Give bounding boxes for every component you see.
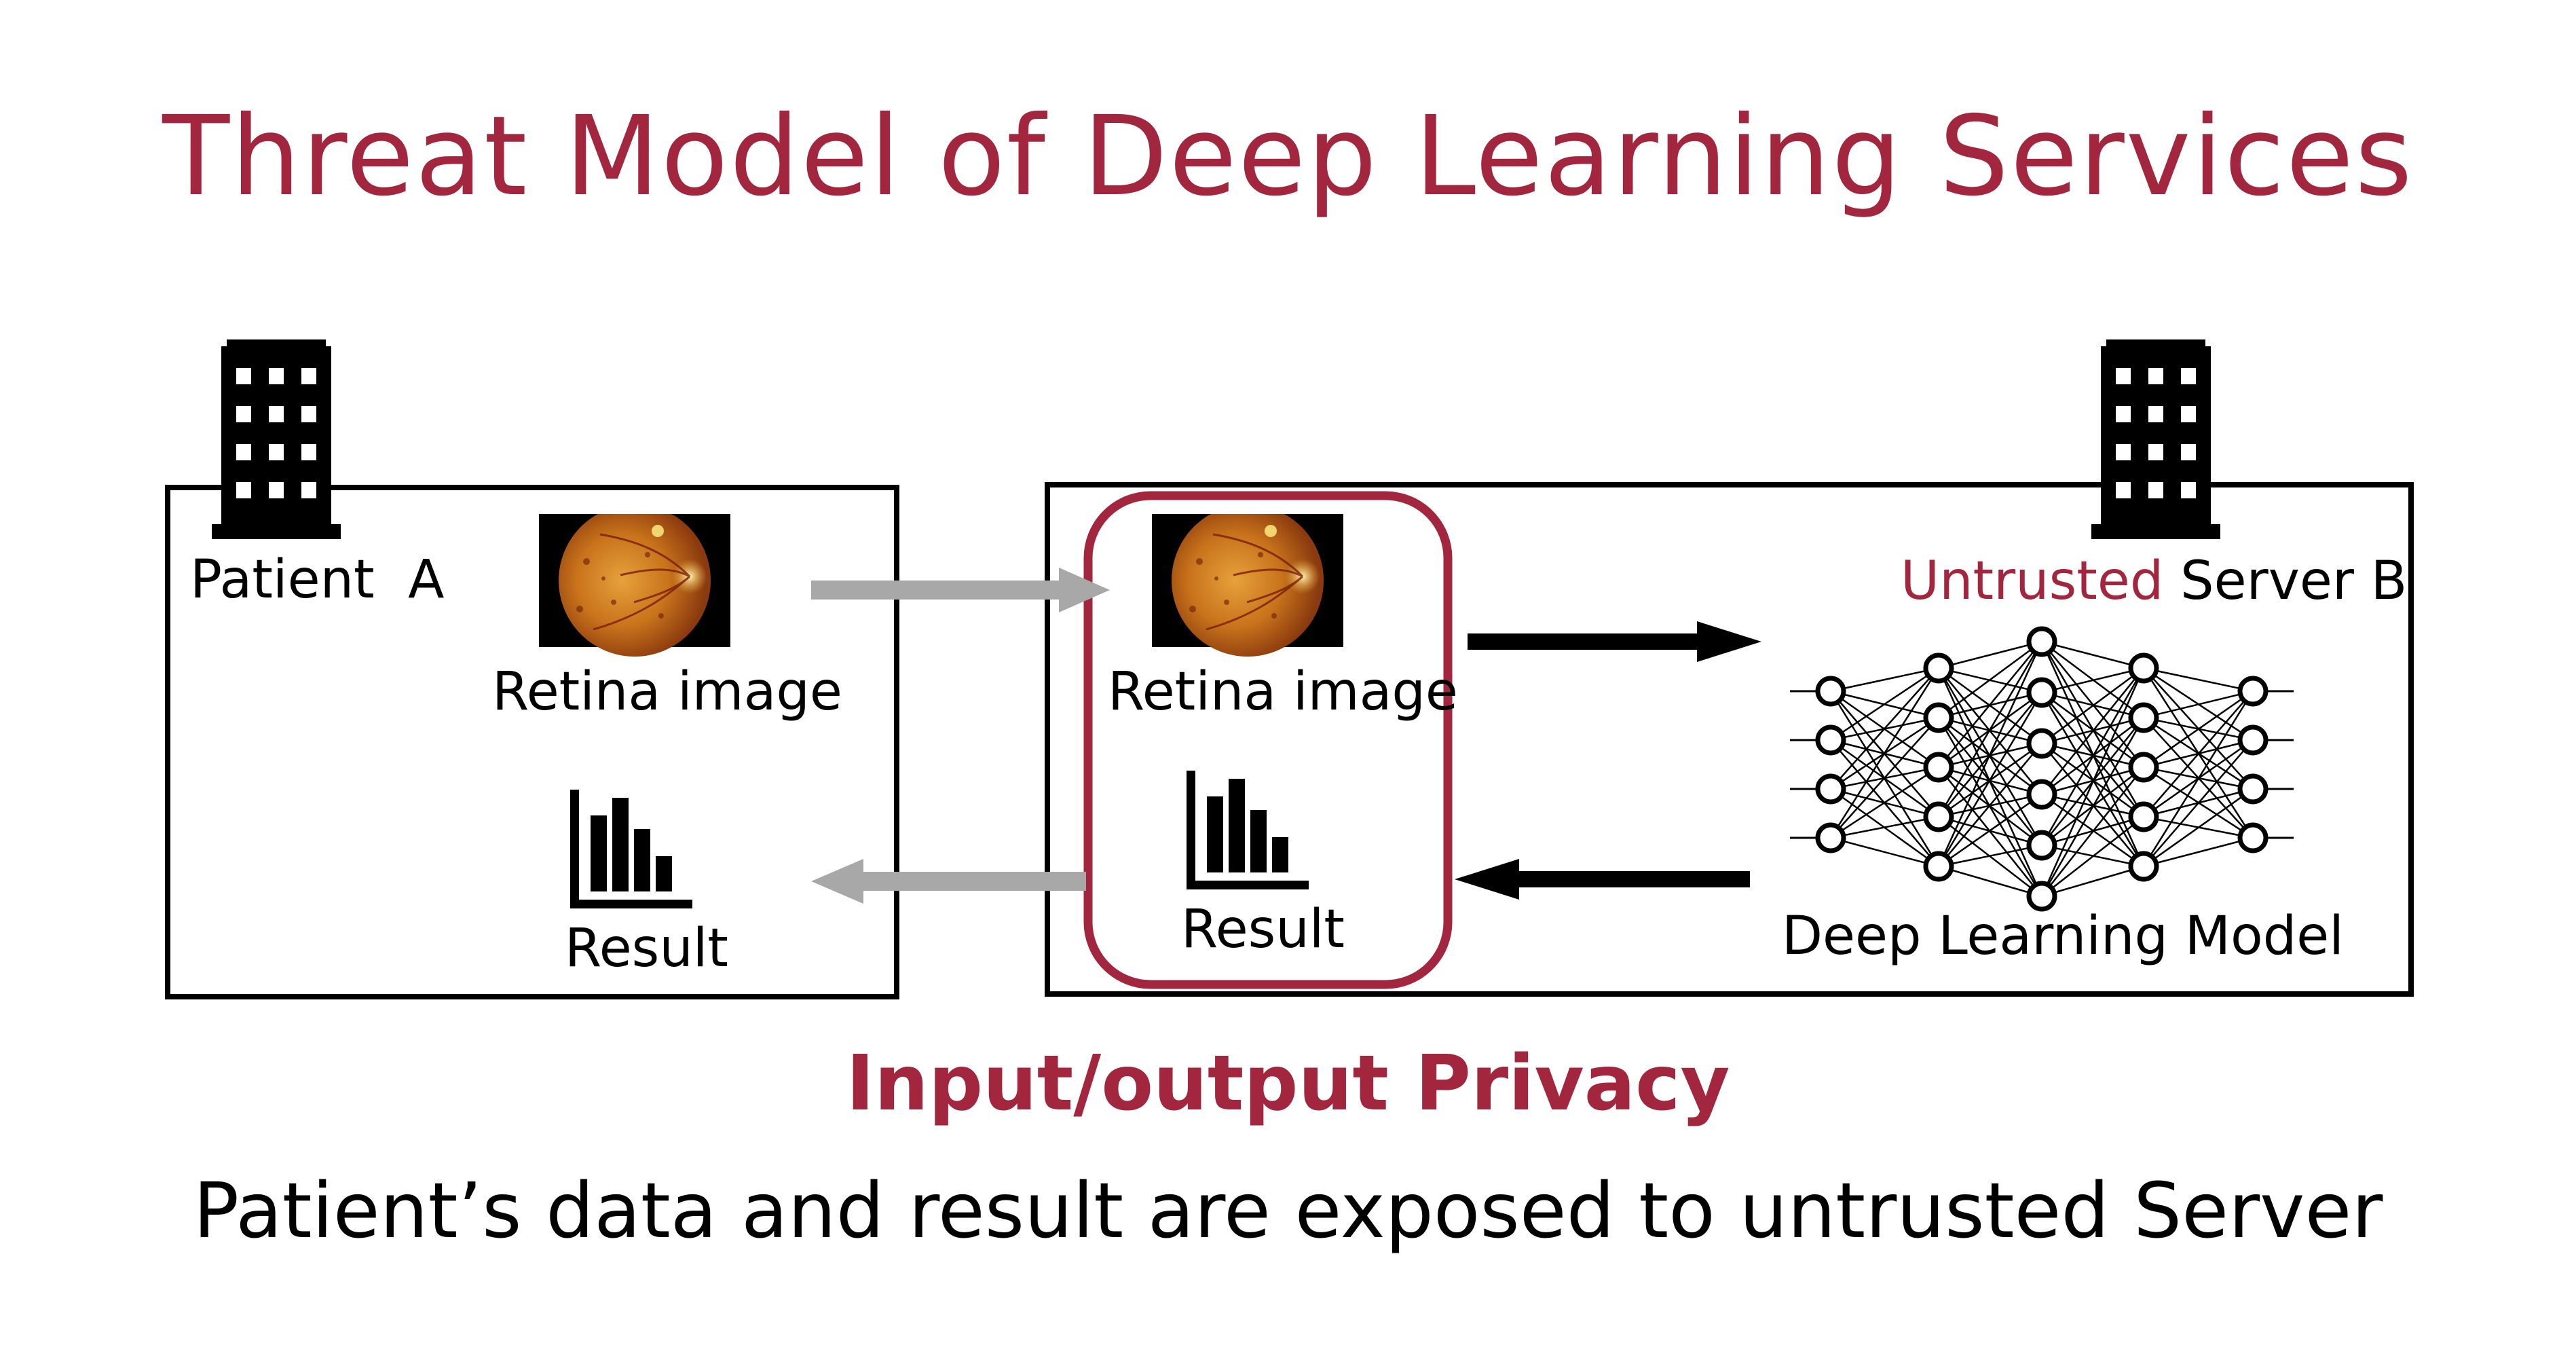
network-connection <box>2040 667 2145 897</box>
network-connection <box>2041 816 2144 897</box>
network-connection <box>2041 667 2144 745</box>
network-connection <box>2143 667 2254 693</box>
network-connection <box>1830 717 1939 839</box>
model-label: Deep Learning Model <box>1782 906 2344 967</box>
privacy-heading: Input/output Privacy <box>846 1039 1730 1128</box>
network-connection <box>2143 836 2254 868</box>
network-node <box>2026 626 2057 657</box>
network-connection <box>1938 743 2042 867</box>
network-node <box>2026 830 2057 861</box>
server-title: Untrusted Server B <box>1901 555 2407 608</box>
network-node <box>1923 652 1954 684</box>
network-connection <box>1830 667 1939 790</box>
network-connection <box>1938 844 2042 868</box>
patient-label: Patient A <box>190 549 445 610</box>
network-node <box>1815 822 1846 853</box>
network-connection <box>2143 739 2254 867</box>
network-connection <box>1830 766 1939 839</box>
network-node <box>2128 801 2159 832</box>
network-node <box>2237 822 2269 853</box>
network-connection <box>2143 690 2254 719</box>
network-connection <box>1830 815 1939 839</box>
network-node <box>1815 773 1846 805</box>
return-arrow <box>811 859 1086 904</box>
server-label: Server B <box>2163 551 2408 612</box>
network-node <box>2237 773 2269 805</box>
network-node <box>1923 851 1954 882</box>
network-node <box>2237 724 2269 756</box>
network-connection <box>1830 836 1939 868</box>
network-node <box>2128 752 2159 783</box>
network-connection <box>2041 640 2144 669</box>
from-model-arrow <box>1455 859 1750 900</box>
network-connection <box>2143 691 2254 817</box>
to-model-arrow <box>1468 621 1761 662</box>
network-connection <box>2041 767 2144 897</box>
bar-chart-icon <box>570 790 692 908</box>
network-connection <box>1830 667 1939 741</box>
network-connection <box>2041 865 2144 898</box>
network-node <box>2128 702 2159 733</box>
network-node <box>1923 752 1954 783</box>
network-connection <box>1937 692 2043 867</box>
network-connection <box>1937 641 2043 867</box>
network-connection <box>1937 641 2043 817</box>
network-connection <box>2040 667 2145 846</box>
untrusted-word: Untrusted <box>1901 551 2164 612</box>
network-connection <box>1829 667 1940 839</box>
server-box <box>1045 482 2414 997</box>
network-node <box>2128 652 2159 684</box>
network-connection <box>1938 640 2042 719</box>
patient-result-label: Result <box>565 918 729 979</box>
patient-box <box>165 485 899 999</box>
server-image-label: Retina image <box>1108 661 1458 722</box>
network-connection <box>1830 667 1939 693</box>
network-node <box>2026 677 2057 708</box>
network-node <box>1815 676 1846 707</box>
patient-image-label: Retina image <box>492 661 842 722</box>
network-connection <box>1938 640 2042 669</box>
server-result-label: Result <box>1181 899 1345 960</box>
network-connection <box>2041 667 2144 694</box>
network-node <box>1923 702 1954 733</box>
network-node <box>2026 881 2057 912</box>
building-icon <box>2091 339 2220 539</box>
network-connection <box>1938 865 2042 898</box>
network-node <box>1923 801 1954 832</box>
network-node <box>2237 676 2269 707</box>
network-connection <box>1938 793 2042 868</box>
neural-network-icon <box>1790 626 2294 912</box>
network-node <box>1815 724 1846 756</box>
bottom-statement: Patient’s data and result are exposed to… <box>193 1167 2383 1255</box>
network-connection <box>2143 690 2254 769</box>
network-connection <box>2041 667 2144 795</box>
network-node <box>2026 779 2057 810</box>
network-node <box>2026 728 2057 759</box>
upload-arrow <box>811 568 1110 612</box>
network-connection <box>2142 691 2254 867</box>
network-connection <box>2143 788 2254 868</box>
building-icon <box>212 339 341 539</box>
page-title: Threat Model of Deep Learning Services <box>162 93 2414 221</box>
network-connection <box>2040 717 2145 897</box>
network-node <box>2128 851 2159 882</box>
network-connection <box>1938 641 2042 768</box>
retina-image <box>1151 499 1345 658</box>
retina-image <box>538 499 732 658</box>
